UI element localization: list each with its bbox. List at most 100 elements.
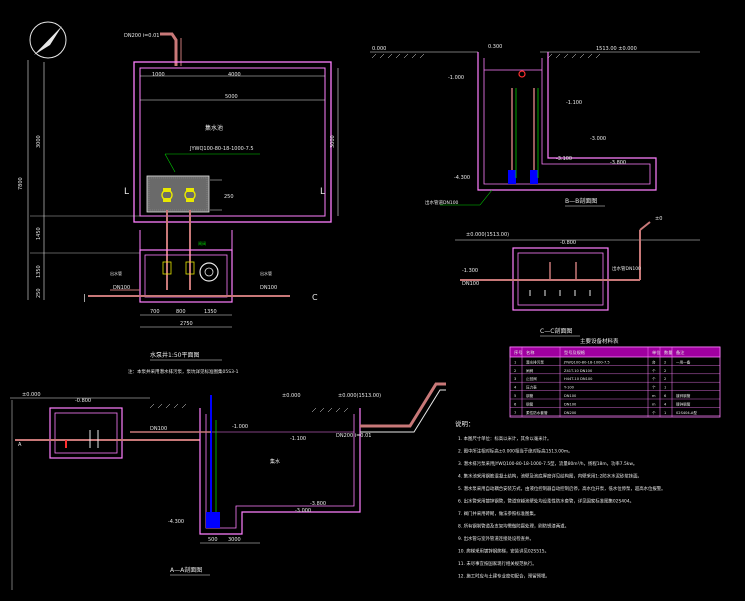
plan-section-b-left: L: [124, 187, 129, 197]
cc-elev-left: ±0.000(1513.00): [466, 232, 509, 238]
bb-top-left-elev: 0.000: [372, 46, 386, 52]
table-header-cell: 名称: [526, 349, 534, 356]
table-cell: 个: [652, 368, 656, 373]
table-cell: JYWQ100-80-18-1000-7.5: [563, 360, 610, 364]
note-item: 5. 潜水泵采用自动耦合安装方式，由液位控制器自动控制启停，高水位开泵，低水位停…: [458, 485, 666, 492]
plan-valve-note: 闸阀: [198, 240, 206, 246]
table-header-cell: 单位: [652, 349, 660, 356]
plan-inlet-label: DN200 i=0.01: [124, 33, 159, 39]
note-item: 10. 爬梯采用镀锌钢爬梯，安装详见02S515。: [458, 548, 549, 555]
note-item: 9. 出水管与室外管道连接处设检查井。: [458, 535, 534, 542]
note-item: 4. 集水池采用钢筋混凝土结构，池壁及池底厚度详见结构图，内壁采用1:2防水水泥…: [458, 473, 642, 480]
plan-pump-pit: [146, 175, 210, 213]
table-cell: 台: [652, 359, 656, 364]
plan-pipe-note-left: 出水管: [110, 270, 122, 276]
table-cell: 7: [514, 411, 516, 415]
cc-top-elev: ±0: [655, 216, 662, 222]
table-cell: 1: [664, 386, 666, 390]
cc-title: C—C剖面图: [540, 327, 572, 335]
bb-elev-5: -3.800: [610, 160, 626, 166]
aa-elev-1: -1.000: [232, 424, 248, 430]
aa-elev-l2: -0.800: [75, 398, 91, 404]
table-cell: m: [652, 394, 656, 398]
north-arrow-icon: [29, 21, 67, 59]
table-cell: 潜水排污泵: [526, 359, 544, 364]
table-cell: DN100: [564, 402, 577, 406]
bb-outline: [477, 52, 657, 191]
plan-dim-inner: 5000: [225, 94, 238, 100]
note-item: 11. 未尽事宜按国家现行相关规范执行。: [458, 560, 537, 567]
bb-top-right-elev: 1513.00 ±0.000: [596, 46, 637, 52]
section-aa: ±0.000 -0.800 ±0.000 ±0.000(1513.00) A D…: [10, 382, 446, 590]
table-cell: 2: [664, 369, 666, 373]
plan-room-label: 集水池: [205, 124, 223, 132]
table-cell: 2: [664, 360, 666, 364]
bb-note: 出水管道DN100: [425, 199, 459, 206]
bb-elev-6: -4.300: [454, 175, 470, 181]
plan-section-c-left: |: [83, 293, 86, 302]
note-item: 7. 阀门井采用砖砌，做法参照标准图集。: [458, 510, 538, 517]
section-cc: ±0.000(1513.00) -0.800 -1.300 DN100 出水管D…: [455, 216, 700, 337]
aa-dim-2: 3000: [228, 537, 241, 543]
aa-elev-4: -4.300: [168, 519, 184, 525]
cc-elev-low: -1.300: [462, 268, 478, 274]
note-item: 6. 出水管采用镀锌钢管，管道穿越池壁处均设柔性防水套管，详见国家标准图集02S…: [458, 498, 634, 505]
table-cell: 6: [514, 402, 517, 406]
plan-pump-1: [161, 188, 173, 202]
plan-pit-dim: 250: [224, 194, 234, 200]
plan-note: 注：本泵井采用潜水排污泵，泵坑详见标准图集05S3-1: [128, 368, 239, 375]
table-cell: 镀锌钢管: [676, 401, 691, 406]
aa-pipe-mid: DN100: [150, 426, 167, 432]
cc-pipe-label: DN100: [462, 281, 479, 287]
plan-dim-bottom-1: 700: [150, 309, 160, 315]
table-cell: DN100: [564, 394, 577, 398]
bb-elev-4: -3.100: [556, 156, 572, 162]
cc-right-note: 出水管DN100: [612, 265, 641, 272]
aa-elev-3: -3.000: [295, 508, 311, 514]
plan-section-c-right: C: [312, 293, 318, 302]
note-item: 2. 图中所注相对标高±0.000相当于绝对标高1513.00m。: [458, 448, 573, 455]
plan-dim-right: 3000: [330, 135, 336, 148]
aa-elev-5: -3.800: [310, 501, 326, 507]
plan-pump-spec: JYWQ100-80-18-1000-7.5: [189, 146, 254, 152]
table-cell: 2: [664, 377, 666, 381]
table-cell: m: [652, 402, 656, 406]
table-cell: 压力表: [526, 385, 537, 390]
table-cell: DN200: [564, 411, 577, 415]
plan-pump-2: [184, 188, 196, 202]
plan-dim-bottom-3: 1350: [204, 309, 217, 315]
aa-valve-chamber: [49, 407, 123, 459]
aa-pipe-right: DN200 i=0.01: [336, 433, 371, 439]
table-cell: 柔性防水套管: [526, 410, 548, 415]
table-cell: 止回阀: [526, 376, 537, 381]
table-cell: 2: [514, 369, 516, 373]
table-cell: 一用一备: [676, 359, 691, 364]
table-cell: 个: [652, 410, 656, 415]
table-cell: 闸阀: [526, 368, 534, 373]
plan-dim-left-upper: 3000: [36, 135, 42, 148]
aa-tank-outline: [199, 408, 361, 535]
bb-elev-1: -1.000: [448, 75, 464, 81]
cc-elev-mid: -0.800: [560, 240, 576, 246]
plan-tank-inner: [139, 67, 326, 217]
plan-valve-circle: [199, 262, 219, 282]
plan-pipe-right: DN100: [260, 285, 277, 291]
plan-dim-left-bot: 250: [36, 288, 42, 298]
plan-tank-outer: [133, 61, 332, 223]
table-cell: 1: [514, 360, 516, 364]
table-header-cell: 数量: [664, 349, 672, 356]
plan-view: DN200 i=0.01 1000 4000 5000 7800 3000 14…: [18, 32, 339, 375]
table-cell: 5: [514, 394, 516, 398]
table-cell: 6: [664, 394, 667, 398]
plan-pipe-left: DN100: [113, 285, 130, 291]
table-title: 主要设备材料表: [580, 337, 619, 345]
bb-dim-top: 0.300: [488, 44, 502, 50]
table-cell: 3: [514, 377, 516, 381]
table-cell: 4: [514, 386, 517, 390]
table-cell: 1: [664, 411, 666, 415]
aa-water-label: 集水: [270, 458, 280, 465]
aa-pipe-left-mark: A: [18, 442, 22, 448]
notes-block: 说明： 1. 本图尺寸单位：标高以米计，其余以毫米计。2. 图中所注相对标高±0…: [455, 419, 666, 580]
table-cell: 钢管: [526, 401, 534, 406]
